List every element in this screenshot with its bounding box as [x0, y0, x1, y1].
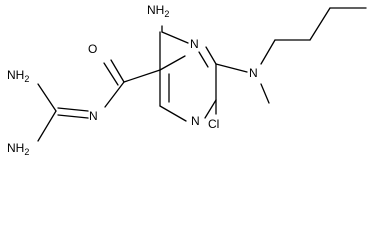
- bond-ring-c3-n4: [161, 31, 189, 44]
- bond-c5-n: [215, 63, 248, 73]
- bond-ring-n4-c5-inner: [198, 51, 209, 68]
- atom-label-ring-nitrogen-bottom: N: [191, 114, 200, 128]
- atom-labels: NH2 O N N N Cl N NH2 NH2: [7, 3, 258, 157]
- atom-label-amino-top: NH2: [147, 3, 169, 19]
- bond-ring-n4-c5: [205, 46, 217, 65]
- atom-label-ring-nitrogen-top: N: [190, 37, 199, 51]
- atom-label-chlorine: Cl: [208, 117, 219, 131]
- atom-label-carbonyl-oxygen: O: [88, 42, 97, 56]
- bond-co-double-a: [110, 59, 125, 83]
- bond-ring-c6-n1: [204, 99, 217, 119]
- bond-n-cguan-a: [57, 107, 89, 112]
- bond-n-methyl: [260, 83, 270, 104]
- bond-ring-c3-c4: [159, 55, 186, 71]
- bond-cguan-nh2-top: [37, 83, 57, 112]
- bond-c-n-imine: [104, 81, 125, 108]
- bond-n-cguan-b: [57, 114, 89, 119]
- atom-label-guanidine-amino-top: NH2: [7, 68, 29, 84]
- bond-cguan-nh2-bottom: [37, 110, 57, 142]
- atom-label-amine-nitrogen: N: [249, 66, 258, 80]
- bond-n-butyl-1: [260, 39, 276, 65]
- atom-label-imine-nitrogen: N: [89, 109, 98, 123]
- structural-formula: NH2 O N N N Cl N NH2 NH2: [7, 3, 367, 157]
- bond-c2-carbonyl: [123, 69, 161, 83]
- bond-butyl-3: [309, 7, 331, 41]
- bonds: [37, 7, 367, 142]
- atom-label-guanidine-amino-bottom: NH2: [7, 141, 29, 157]
- bond-ring-n1-c2: [159, 105, 187, 122]
- bond-co-double-b: [103, 62, 119, 86]
